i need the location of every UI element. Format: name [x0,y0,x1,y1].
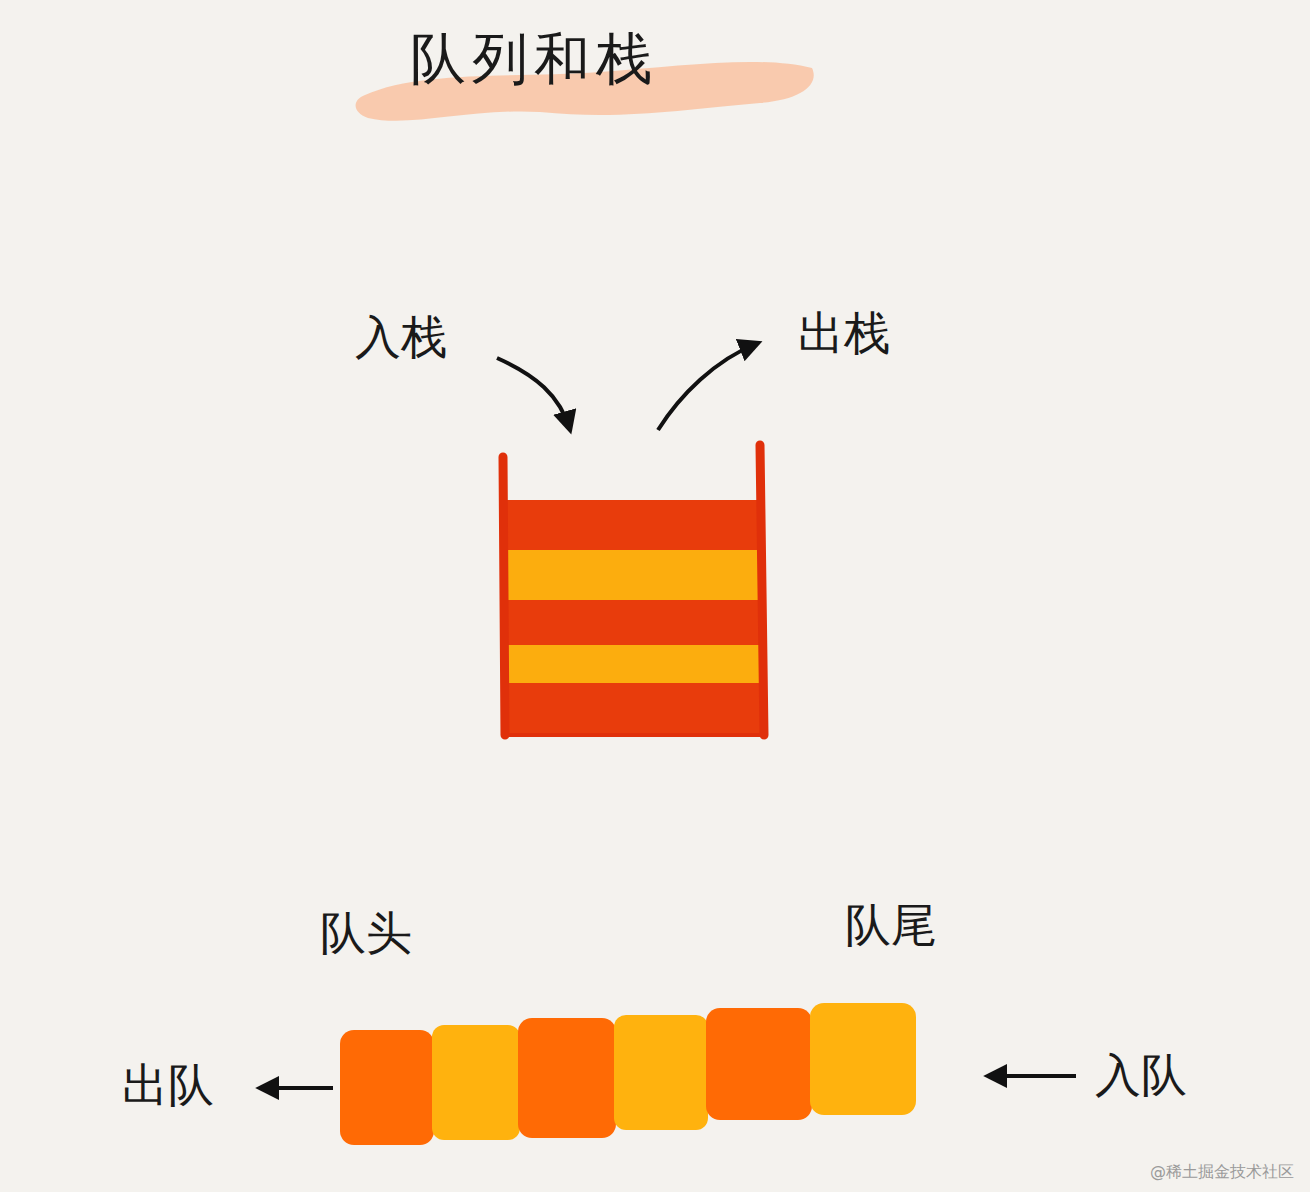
diagram-title: 队列和栈 [410,28,658,90]
watermark: @稀土掘金技术社区 [1150,1163,1294,1181]
dequeue-arrow [260,1086,333,1090]
pop-label: 出栈 [798,308,890,359]
queue-head-label: 队头 [320,908,412,959]
enqueue-arrow [988,1074,1076,1078]
queue-figure [340,1003,916,1145]
push-arrow [497,358,570,430]
queue-tail-label: 队尾 [845,900,937,951]
push-label: 入栈 [355,312,447,363]
pop-arrow [658,343,758,430]
dequeue-label: 出队 [122,1060,214,1111]
stack-figure [503,445,764,735]
enqueue-label: 入队 [1095,1050,1187,1101]
